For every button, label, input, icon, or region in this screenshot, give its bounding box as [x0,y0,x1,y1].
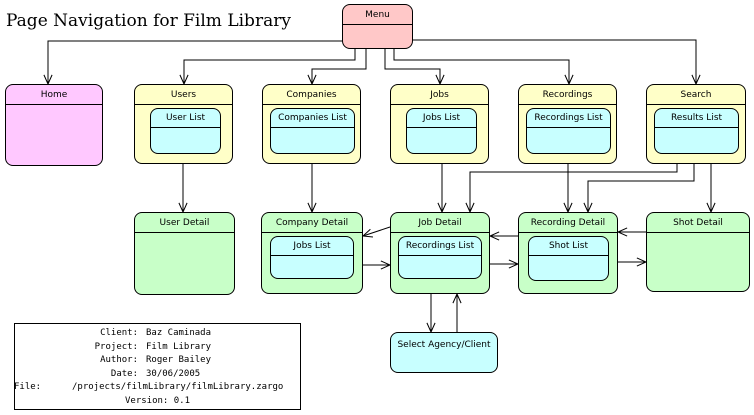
project-value: Film Library [146,341,212,352]
recordings-list-label: Recordings List [527,109,610,128]
users-state: Users User List [134,84,233,164]
shot-list-substate: Shot List [528,236,609,281]
version-text: Version: 0.1 [124,395,191,406]
menu-to-jobs-link [384,49,441,84]
menu-to-users-link [183,49,356,84]
date-label: Date: [110,368,138,379]
results-list-substate: Results List [654,108,739,154]
select-agency-client-state: Select Agency/Client [390,332,498,373]
job-detail-state: Job Detail Recordings List [390,212,490,294]
shot-detail-label: Shot Detail [647,213,749,233]
select-agency-client-label: Select Agency/Client [397,340,491,350]
selectagency-to-jobdetail-arrowhead [452,292,462,304]
results-list-label: Results List [655,109,738,128]
user-detail-label: User Detail [135,213,234,233]
recordings-label: Recordings [519,85,616,105]
recording-detail-state: Recording Detail Shot List [518,212,618,294]
home-label: Home [6,85,102,105]
menu-to-recordings-link [393,49,570,84]
file-value: /projects/filmLibrary/filmLibrary.zargo [72,382,284,392]
job-recordings-list-label: Recordings List [399,237,481,256]
user-list-label: User List [151,109,220,128]
search-label: Search [647,85,745,105]
company-jobs-list-label: Jobs List [271,237,353,256]
user-list-substate: User List [150,108,221,154]
client-value: Baz Caminada [146,328,212,338]
companies-list-label: Companies List [271,109,354,128]
file-label: File: [14,382,42,392]
companies-state: Companies Companies List [262,84,361,164]
companies-list-substate: Companies List [270,108,355,154]
menu-label: Menu [343,5,412,25]
users-label: Users [135,85,232,105]
company-jobs-list-substate: Jobs List [270,236,354,279]
shot-list-label: Shot List [529,237,608,256]
company-detail-label: Company Detail [262,213,362,233]
jobdetail-to-companydetail-arrowhead [361,228,374,238]
jobdetail-to-companydetail-link [362,226,391,237]
recording-detail-label: Recording Detail [519,213,617,233]
date-value: 30/06/2005 [146,368,201,379]
recordings-list-substate: Recordings List [526,108,611,154]
jobs-state: Jobs Jobs List [390,84,489,164]
results-to-recordingdetail-link [587,153,695,212]
shot-detail-state: Shot Detail [646,212,750,292]
author-label: Author: [100,355,138,365]
menu-state: Menu [342,4,413,49]
jobs-list-substate: Jobs List [406,108,477,154]
project-info-box: Client: Baz Caminada Project: Film Library… [14,323,301,410]
home-state: Home [5,84,103,166]
recordingdetail-to-jobdetail-arrowhead [488,231,500,241]
menu-to-search-link [412,39,697,84]
job-detail-label: Job Detail [391,213,489,233]
search-state: Search Results List [646,84,746,164]
author-value: Roger Bailey [146,355,212,365]
recordings-state: Recordings Recordings List [518,84,617,164]
jobs-list-label: Jobs List [407,109,476,128]
menu-to-home-link [47,40,343,84]
project-label: Project: [94,341,138,352]
job-recordings-list-substate: Recordings List [398,236,482,279]
user-detail-state: User Detail [134,212,235,295]
shotdetail-to-recordingdetail-arrowhead [616,227,628,237]
menu-to-companies-link [311,49,367,84]
companies-label: Companies [263,85,360,105]
client-label: Client: [100,328,138,338]
diagram-title: Page Navigation for Film Library [6,11,291,31]
jobs-label: Jobs [391,85,488,105]
company-detail-state: Company Detail Jobs List [261,212,363,294]
